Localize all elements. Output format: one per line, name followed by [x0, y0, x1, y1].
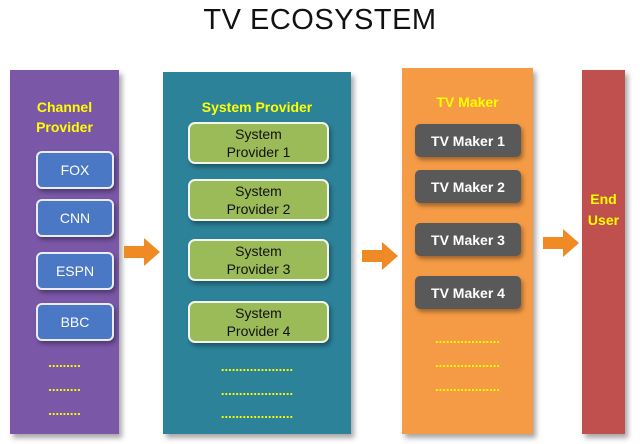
end-user-column: End User — [582, 70, 625, 434]
tv-maker-ellipsis-1: .................. — [434, 331, 500, 346]
channel-ellipsis-3: ......... — [48, 403, 81, 418]
channel-provider-title: Channel Provider — [36, 99, 93, 135]
system-provider-item-2: System Provider 2 — [188, 179, 329, 221]
tv-maker-item-3: TV Maker 3 — [415, 223, 521, 256]
tv-maker-ellipsis-3: .................. — [434, 379, 500, 394]
diagram-title: TV ECOSYSTEM — [203, 4, 437, 36]
tv-maker-item-4: TV Maker 4 — [415, 276, 521, 309]
tv-maker-item-2: TV Maker 2 — [415, 170, 521, 203]
tv-maker-ellipsis-2: .................. — [434, 355, 500, 370]
channel-item-cnn: CNN — [36, 199, 114, 237]
system-provider-column: System Provider System Provider 1 System… — [163, 72, 351, 434]
system-provider-item-3: System Provider 3 — [188, 239, 329, 281]
arrow-2-icon — [362, 242, 398, 270]
channel-item-fox: FOX — [36, 151, 114, 189]
channel-ellipsis-1: ......... — [48, 355, 81, 370]
system-provider-item-4: System Provider 4 — [188, 301, 329, 343]
tv-maker-item-1: TV Maker 1 — [415, 124, 521, 157]
channel-item-bbc: BBC — [36, 303, 114, 341]
tv-maker-title: TV Maker — [436, 94, 499, 110]
system-ellipsis-2: .................... — [220, 383, 294, 398]
channel-item-espn: ESPN — [36, 252, 114, 290]
system-ellipsis-3: .................... — [220, 406, 294, 421]
system-ellipsis-1: .................... — [220, 359, 294, 374]
tv-maker-column: TV Maker TV Maker 1 TV Maker 2 TV Maker … — [402, 68, 533, 434]
end-user-title: End User — [587, 191, 620, 228]
arrow-1-icon — [124, 238, 160, 266]
system-provider-item-1: System Provider 1 — [188, 122, 329, 164]
channel-ellipsis-2: ......... — [48, 379, 81, 394]
arrow-3-icon — [543, 229, 579, 257]
system-provider-title: System Provider — [201, 99, 313, 115]
channel-provider-column: Channel Provider FOX CNN ESPN BBC ......… — [10, 70, 119, 434]
